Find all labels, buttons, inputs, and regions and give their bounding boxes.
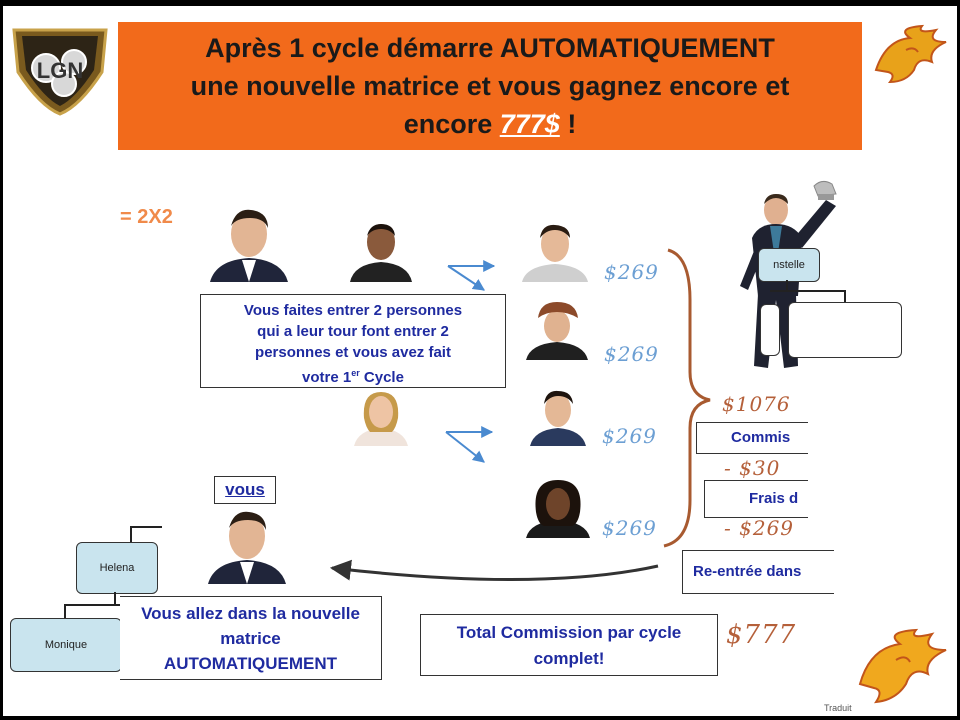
matrix-node-helena: Helena <box>76 542 158 594</box>
person-young-1-avatar <box>518 222 592 282</box>
cycle-info-line-2: qui a leur tour font entrer 2 <box>257 323 449 340</box>
new-matrix-line-1: Vous allez dans la nouvelle <box>141 604 360 623</box>
matrix-connector-h1 <box>770 290 846 292</box>
matrix-node-right <box>788 302 902 358</box>
amount-269-1: $269 <box>604 260 659 284</box>
logo-text: LGN <box>37 58 83 83</box>
amount-777: $777 <box>726 620 797 650</box>
matrix-connector-v1 <box>786 280 788 292</box>
commission-box: Commis <box>696 422 808 454</box>
person-suit-2-avatar <box>204 508 290 584</box>
person-suit-1-avatar <box>206 204 292 282</box>
person-woman-1-avatar <box>350 388 412 446</box>
cycle-info-line-4-suffix: Cycle <box>359 369 404 386</box>
reentree-box: Re-entrée dans <box>682 550 834 594</box>
new-matrix-line-3: AUTOMATIQUEMENT <box>163 654 338 673</box>
matrix-node-left <box>760 304 780 356</box>
frame-right-border <box>957 0 960 720</box>
cycle-info-sup: er <box>351 368 360 378</box>
person-woman-2-avatar <box>520 476 596 538</box>
matrix-connector-v2 <box>844 290 846 304</box>
headline-line-2: une nouvelle matrice et vous gagnez enco… <box>190 71 790 101</box>
new-matrix-box: Vous allez dans la nouvelle matrice AUTO… <box>120 596 382 680</box>
matrix-node-monique: Monique <box>10 618 122 672</box>
headline-line-3: encore 777$ ! <box>404 105 577 143</box>
cycle-info-line-4: votre 1er Cycle <box>201 363 505 388</box>
person-hat-avatar <box>522 300 592 360</box>
griffin-top-icon <box>866 20 952 90</box>
amount-269-3: $269 <box>602 424 657 448</box>
total-commission-box: Total Commission par cycle complet! <box>420 614 718 676</box>
headline-banner: Après 1 cycle démarre AUTOMATIQUEMENT un… <box>118 22 862 150</box>
headline-line-3-suffix: ! <box>559 109 577 139</box>
amount-minus-30: - $30 <box>724 456 781 480</box>
matrix-label: = 2X2 <box>120 206 173 228</box>
headline-amount: 777$ <box>499 109 560 139</box>
frame-bottom-border <box>0 716 960 720</box>
headline-line-1: Après 1 cycle démarre AUTOMATIQUEMENT <box>205 33 775 63</box>
griffin-bottom-icon <box>848 622 952 708</box>
cycle-info-line-4-prefix: votre 1 <box>302 369 352 386</box>
frais-box: Frais d <box>704 480 808 518</box>
cycle-info-line-1: Vous faites entrer 2 personnes <box>243 302 463 319</box>
cycle-info-line-3: personnes et vous avez fait <box>255 344 451 361</box>
person-young-2-avatar <box>526 388 590 446</box>
bl-connector-v2 <box>64 604 66 618</box>
amount-minus-269: - $269 <box>724 516 795 540</box>
headline-line-3-prefix: encore <box>403 109 500 139</box>
frame-top-border <box>0 0 960 6</box>
amount-269-4: $269 <box>602 516 657 540</box>
amount-269-2: $269 <box>604 342 659 366</box>
amount-1076: $1076 <box>722 392 791 416</box>
footer-traduit: Traduit <box>824 703 852 713</box>
bl-connector-v-top <box>130 526 132 542</box>
frame-left-border <box>0 0 3 720</box>
lgn-logo: LGN <box>8 22 112 116</box>
bl-connector-h-top <box>130 526 162 528</box>
vous-label: vous <box>214 476 276 504</box>
new-matrix-line-2: matrice <box>220 629 281 648</box>
bl-connector-v1 <box>114 592 116 604</box>
bl-connector-h1 <box>64 604 146 606</box>
cycle-info-box: Vous faites entrer 2 personnes qui a leu… <box>200 294 506 388</box>
person-casual-1-avatar <box>348 220 414 282</box>
matrix-node-top: nstelle <box>758 248 820 282</box>
